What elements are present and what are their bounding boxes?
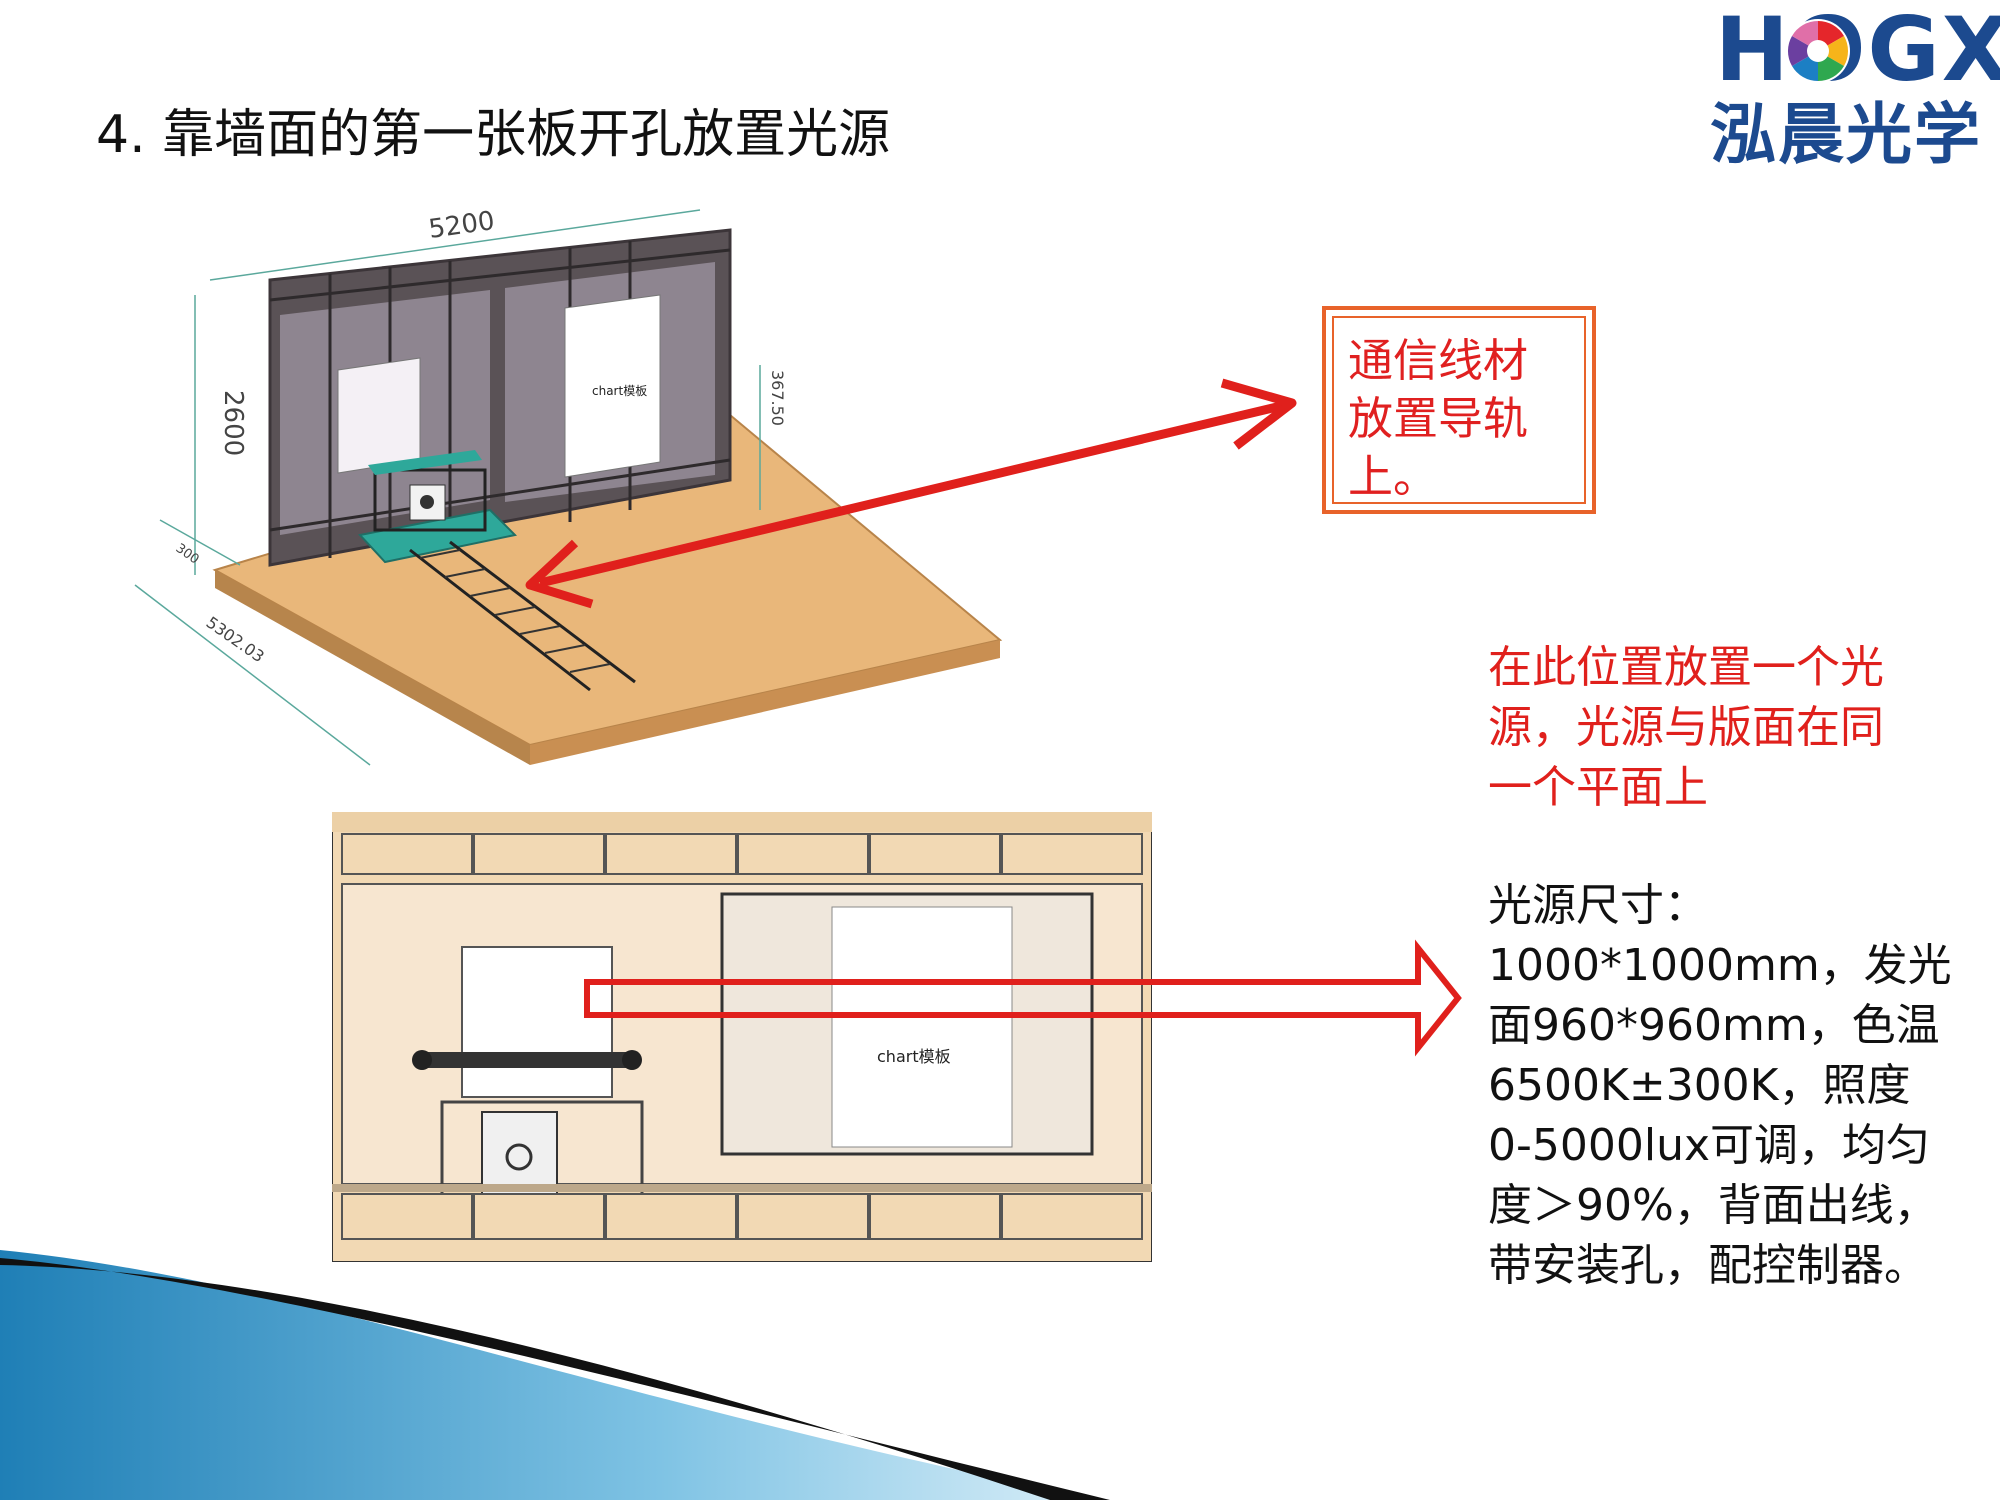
floor-edge-left [215,570,530,765]
note-line: 一个平面上 [1488,762,1708,813]
iso-chart-label: chart模板 [592,384,647,398]
callout-box: 通信线材 放置导轨 上。 [1322,306,1596,514]
rail-cart-top [368,450,482,475]
dim-height-label: 2600 [218,390,248,456]
spec-line: 0-5000lux可调，均匀 [1488,1120,1930,1171]
front-chart-label: chart模板 [877,1047,951,1066]
callout-text: 通信线材 放置导轨 上。 [1348,332,1578,506]
rail-cart-frame [373,468,487,532]
spec-label: 光源尺寸： [1488,880,1708,931]
front-light-source-board [461,946,613,1098]
rail-cart-base [358,508,518,564]
dim-small-label: 300 [173,541,202,568]
callout-line: 通信线材 [1348,334,1529,387]
logo-aperture-icon [1786,19,1850,83]
dim-depth-label: 5302.03 [203,613,268,667]
light-source-spec: 光源尺寸： 1000*1000mm，发光 面960*960mm，色温 6500K… [1488,876,1968,1296]
callout-line: 上。 [1348,450,1439,503]
front-chart-board [831,906,1013,1148]
callout-line: 放置导轨 [1348,392,1529,445]
isometric-room-drawing: chart模板 5200 2600 367.50 300 5302.03 [134,206,1003,766]
logo-latin-text: HOGX [1715,0,2000,101]
logo-chinese-text: 泓晨光学 [1710,96,1982,173]
light-source-board [337,357,421,474]
spec-line: 6500K±300K，照度 [1488,1060,1911,1111]
floor-edge-front [530,640,1000,765]
spec-line: 1000*1000mm，发光 [1488,940,1952,991]
light-source-note: 在此位置放置一个光 源，光源与版面在同 一个平面上 [1488,638,1958,818]
double-arrow-head-right [1220,378,1297,450]
company-logo: HOGX 泓晨光学 [1705,6,2000,173]
note-line: 在此位置放置一个光 [1488,642,1884,693]
spec-line: 面960*960mm，色温 [1488,1000,1940,1051]
slide-title: 4. 靠墙面的第一张板开孔放置光源 [96,105,891,165]
dim-width-label: 5200 [427,206,497,245]
front-rail-bar [422,1052,632,1068]
dim-side-label: 367.50 [768,370,787,426]
spec-line: 度＞90%，背面出线， [1488,1180,1938,1231]
front-elevation-drawing: chart模板 [332,812,1152,1262]
note-line: 源，光源与版面在同 [1488,702,1884,753]
front-camera-box [481,1111,558,1208]
spec-line: 带安装孔，配控制器。 [1488,1240,1928,1291]
decorative-swoosh [0,1250,1110,1500]
